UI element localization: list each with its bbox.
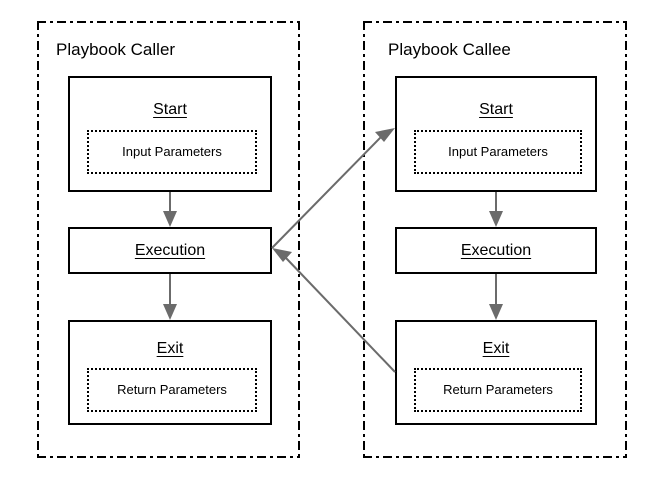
param-label-callee-input: Input Parameters [448,144,548,159]
node-callee-start[interactable]: Start Input Parameters [395,76,597,192]
node-callee-start-title: Start [479,101,513,118]
node-callee-exit-title: Exit [482,340,510,357]
param-label-callee-return: Return Parameters [443,382,553,397]
lane-title-callee: Playbook Callee [388,40,511,59]
param-label-caller-input: Input Parameters [122,144,222,159]
node-caller-exit[interactable]: Exit Return Parameters [68,320,272,425]
node-callee-execution[interactable]: Execution [395,227,597,274]
param-box-callee-return: Return Parameters [414,368,582,412]
node-caller-start-title: Start [153,101,187,118]
node-caller-start[interactable]: Start Input Parameters [68,76,272,192]
node-callee-exit[interactable]: Exit Return Parameters [395,320,597,425]
param-box-caller-input: Input Parameters [87,130,257,174]
node-caller-execution-title: Execution [134,242,206,259]
lane-title-caller: Playbook Caller [56,40,176,59]
node-callee-execution-title: Execution [460,242,532,259]
param-label-caller-return: Return Parameters [117,382,227,397]
param-box-caller-return: Return Parameters [87,368,257,412]
param-box-callee-input: Input Parameters [414,130,582,174]
node-caller-exit-title: Exit [156,340,184,357]
node-caller-execution[interactable]: Execution [68,227,272,274]
